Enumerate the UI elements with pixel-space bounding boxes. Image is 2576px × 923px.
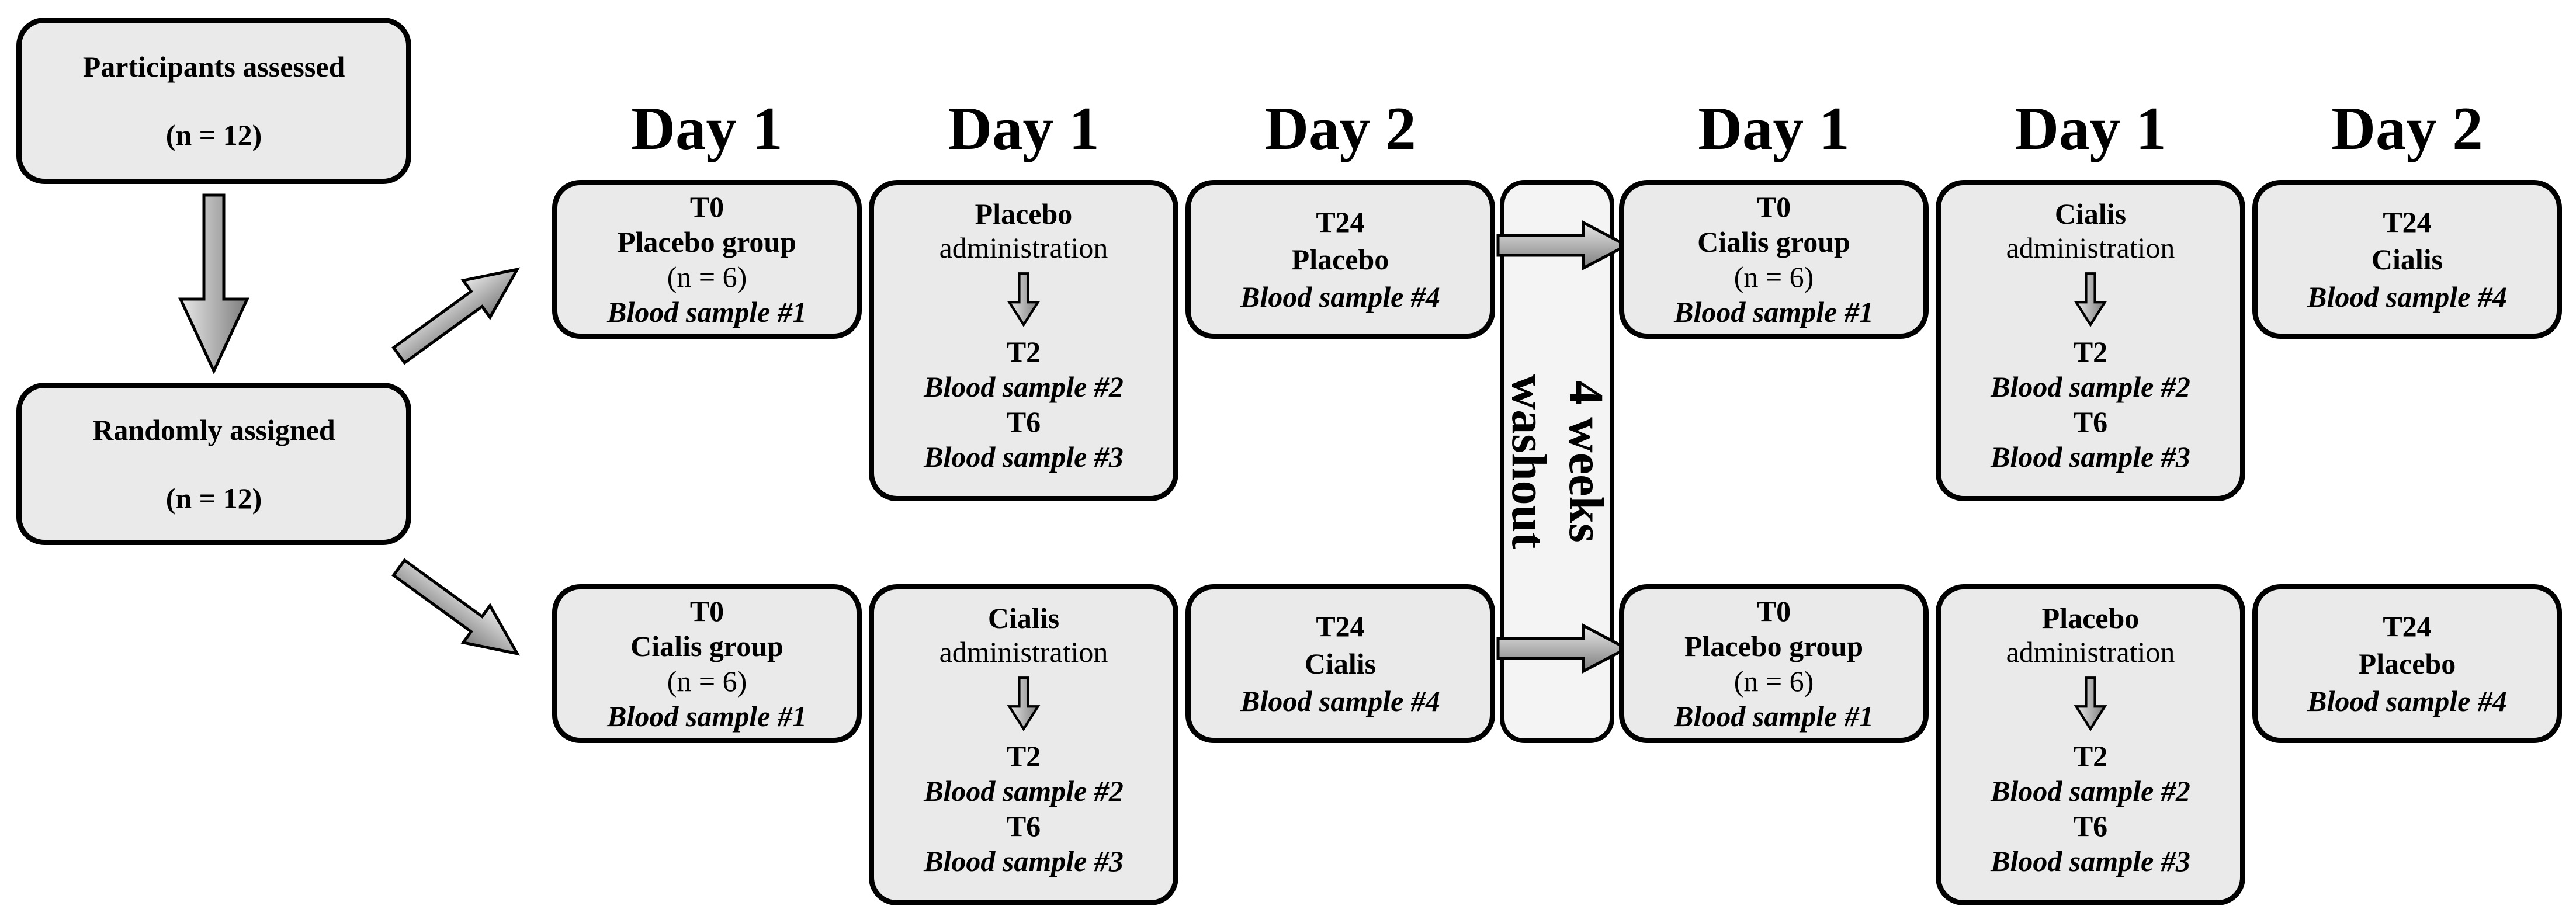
blood-sample-label: Blood sample #4 xyxy=(1240,280,1440,313)
day-header-6: Day 2 xyxy=(2331,94,2483,162)
blood-sample-label: Blood sample #1 xyxy=(1674,700,1874,733)
drug-label: Cialis xyxy=(2054,197,2127,230)
blood-sample-label: Blood sample #2 xyxy=(924,775,1124,807)
action-label: administration xyxy=(939,231,1108,264)
timepoint-label: T0 xyxy=(689,190,724,223)
participants-assessed-box: Participants assessed (n = 12) xyxy=(16,18,411,184)
timepoint-label: T6 xyxy=(2073,405,2108,438)
administration-down-arrow-icon xyxy=(2074,676,2107,731)
blood-sample-label: Blood sample #4 xyxy=(2307,280,2507,313)
timepoint-label: T24 xyxy=(1316,610,1365,643)
washout-duration: 4 weeks xyxy=(1559,380,1613,543)
washout-word: washout xyxy=(1502,374,1556,549)
washout-arrow-bottom-icon xyxy=(1496,623,1630,674)
sample-size-label: (n = 6) xyxy=(1733,665,1814,698)
randomized-count-label: (n = 12) xyxy=(165,481,262,515)
final-box-period2-row2: T24 Placebo Blood sample #4 xyxy=(2252,584,2562,743)
baseline-box-period1-row2: T0 Cialis group (n = 6) Blood sample #1 xyxy=(552,584,862,743)
day-header-3: Day 2 xyxy=(1264,94,1416,162)
blood-sample-label: Blood sample #2 xyxy=(924,370,1124,403)
drug-label: Placebo xyxy=(1291,243,1389,276)
baseline-box-period2-row1: T0 Cialis group (n = 6) Blood sample #1 xyxy=(1619,180,1929,339)
final-box-period1-row2: T24 Cialis Blood sample #4 xyxy=(1185,584,1495,743)
branch-lower-arrow-icon xyxy=(391,558,521,656)
timepoint-label: T0 xyxy=(1756,595,1791,627)
day-header-1: Day 1 xyxy=(631,94,783,162)
day-header-2: Day 1 xyxy=(948,94,1100,162)
randomly-assigned-box: Randomly assigned (n = 12) xyxy=(16,383,411,545)
action-label: administration xyxy=(2006,636,2175,668)
day-header-5: Day 1 xyxy=(2015,94,2166,162)
administration-down-arrow-icon xyxy=(2074,272,2107,327)
randomly-assigned-label: Randomly assigned xyxy=(92,413,335,446)
blood-sample-label: Blood sample #3 xyxy=(924,440,1124,473)
timepoint-label: T6 xyxy=(1006,810,1041,842)
drug-label: Cialis xyxy=(1304,647,1377,680)
timepoint-label: T2 xyxy=(1006,740,1041,772)
drug-label: Cialis xyxy=(2371,243,2443,276)
timepoint-label: T24 xyxy=(1316,206,1365,238)
timepoint-label: T24 xyxy=(2383,206,2432,238)
administration-box-period2-row1: Cialis administration T2 Blood sample #2… xyxy=(1936,180,2245,501)
blood-sample-label: Blood sample #3 xyxy=(1991,440,2190,473)
baseline-box-period1-row1: T0 Placebo group (n = 6) Blood sample #1 xyxy=(552,180,862,339)
sample-size-label: (n = 6) xyxy=(667,261,747,293)
washout-label: 4 weeks washout xyxy=(1500,240,1614,683)
timepoint-label: T2 xyxy=(2073,740,2108,772)
branch-upper-arrow-icon xyxy=(391,267,521,365)
blood-sample-label: Blood sample #1 xyxy=(1674,296,1874,328)
administration-box-period1-row2: Cialis administration T2 Blood sample #2… xyxy=(869,584,1178,905)
sample-size-label: (n = 6) xyxy=(1733,261,1814,293)
baseline-box-period2-row2: T0 Placebo group (n = 6) Blood sample #1 xyxy=(1619,584,1929,743)
blood-sample-label: Blood sample #2 xyxy=(1991,775,2190,807)
administration-down-arrow-icon xyxy=(1007,676,1041,731)
blood-sample-label: Blood sample #1 xyxy=(607,700,807,733)
blood-sample-label: Blood sample #4 xyxy=(1240,685,1440,717)
drug-label: Placebo xyxy=(2358,647,2456,680)
administration-down-arrow-icon xyxy=(1007,272,1041,327)
timepoint-label: T2 xyxy=(1006,335,1041,368)
blood-sample-label: Blood sample #1 xyxy=(607,296,807,328)
group-label: Cialis group xyxy=(630,630,783,662)
participants-assessed-label: Participants assessed xyxy=(82,50,345,83)
action-label: administration xyxy=(939,636,1108,668)
washout-arrow-top-icon xyxy=(1496,220,1630,271)
timepoint-label: T0 xyxy=(1756,190,1791,223)
administration-box-period1-row1: Placebo administration T2 Blood sample #… xyxy=(869,180,1178,501)
drug-label: Cialis xyxy=(987,602,1060,634)
timepoint-label: T2 xyxy=(2073,335,2108,368)
timepoint-label: T24 xyxy=(2383,610,2432,643)
day-header-4: Day 1 xyxy=(1698,94,1850,162)
administration-box-period2-row2: Placebo administration T2 Blood sample #… xyxy=(1936,584,2245,905)
blood-sample-label: Blood sample #3 xyxy=(924,845,1124,877)
final-box-period2-row1: T24 Cialis Blood sample #4 xyxy=(2252,180,2562,339)
randomization-down-arrow-icon xyxy=(178,193,249,374)
timepoint-label: T6 xyxy=(2073,810,2108,842)
blood-sample-label: Blood sample #4 xyxy=(2307,685,2507,717)
blood-sample-label: Blood sample #3 xyxy=(1991,845,2190,877)
group-label: Cialis group xyxy=(1697,225,1850,258)
group-label: Placebo group xyxy=(617,225,797,258)
drug-label: Placebo xyxy=(2041,602,2140,634)
drug-label: Placebo xyxy=(975,197,1073,230)
final-box-period1-row1: T24 Placebo Blood sample #4 xyxy=(1185,180,1495,339)
timepoint-label: T0 xyxy=(689,595,724,627)
participants-count-label: (n = 12) xyxy=(165,119,262,151)
sample-size-label: (n = 6) xyxy=(667,665,747,698)
action-label: administration xyxy=(2006,231,2175,264)
timepoint-label: T6 xyxy=(1006,405,1041,438)
group-label: Placebo group xyxy=(1684,630,1864,662)
blood-sample-label: Blood sample #2 xyxy=(1991,370,2190,403)
